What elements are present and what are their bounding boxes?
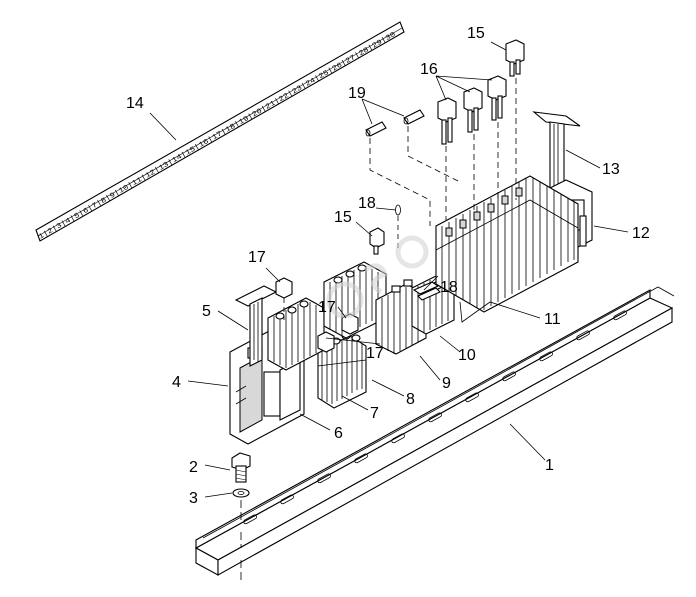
screw-clamps-9 <box>391 279 413 293</box>
washer <box>232 488 250 498</box>
callout-18-top: 18 <box>358 195 376 212</box>
jumper-bar-3 <box>487 75 507 121</box>
callout-17-bottom: 17 <box>366 345 384 362</box>
terminal-block-group-8 <box>323 261 387 339</box>
screw-clamps-8 <box>333 264 367 284</box>
callout-12: 12 <box>632 225 650 242</box>
callout-3: 3 <box>189 490 198 507</box>
callout-6: 6 <box>334 425 343 442</box>
rail-slots <box>243 310 627 525</box>
callout-2: 2 <box>189 459 198 476</box>
callout-17-top: 17 <box>248 249 266 266</box>
jumper-bar-2 <box>463 87 483 133</box>
callout-4: 4 <box>172 374 181 391</box>
callout-14: 14 <box>126 95 144 112</box>
clip-18-top <box>395 204 401 216</box>
insulation-cap-1 <box>275 277 293 299</box>
callout-17-mid: 17 <box>318 299 336 316</box>
callout-15-top: 15 <box>467 25 485 42</box>
callout-8: 8 <box>406 391 415 408</box>
callout-18-bottom: 18 <box>440 279 458 296</box>
jumper-bar-1 <box>437 97 457 145</box>
terminal-block-group-6 <box>267 297 325 371</box>
callout-labels: 1 2 3 4 5 6 7 8 9 10 11 12 13 14 15 15 1… <box>126 25 650 507</box>
callout-5: 5 <box>202 303 211 320</box>
screw-clamps-6 <box>275 300 309 320</box>
callout-19: 19 <box>348 85 366 102</box>
callout-leaders <box>149 41 629 498</box>
plug-connector-top <box>505 39 525 77</box>
mounting-bolt <box>231 452 251 483</box>
callout-16: 16 <box>420 61 438 78</box>
callout-10: 10 <box>458 347 476 364</box>
callout-7: 7 <box>370 405 379 422</box>
plug-connector-small <box>369 227 385 255</box>
callout-1: 1 <box>545 457 554 474</box>
screw-clamps-11 <box>445 187 523 237</box>
callout-11: 11 <box>544 311 561 328</box>
callout-9: 9 <box>442 375 451 392</box>
end-stop-left <box>234 285 278 367</box>
din-rail <box>194 286 675 576</box>
end-stop-right <box>532 111 581 191</box>
terminal-block-group-11 <box>435 175 579 313</box>
insulation-cap-3 <box>317 331 335 353</box>
callout-15-mid: 15 <box>334 209 352 226</box>
callout-13: 13 <box>602 161 620 178</box>
test-pin-1 <box>365 121 387 137</box>
terminal-slices-11 <box>441 178 575 310</box>
test-pin-2 <box>403 109 425 125</box>
